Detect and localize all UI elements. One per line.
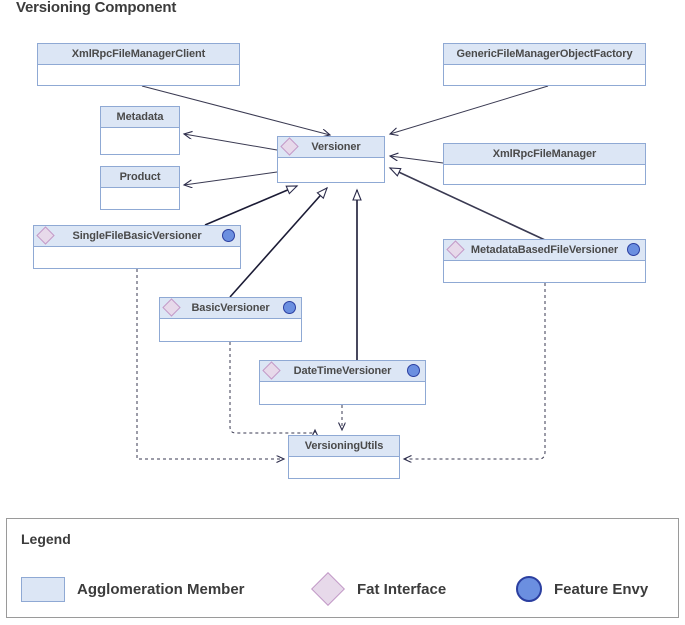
class-box-singlefilebasicversioner[interactable]: SingleFileBasicVersioner [33, 225, 241, 269]
class-name: MetadataBasedFileVersioner [470, 244, 619, 256]
class-header: Product [101, 167, 179, 188]
feature-envy-circle-icon [222, 229, 235, 242]
class-header: VersioningUtils [289, 436, 399, 457]
class-header: XmlRpcFileManagerClient [38, 44, 239, 65]
feature-envy-circle-icon [627, 243, 640, 256]
circle-icon [516, 576, 542, 602]
fat-interface-diamond-icon [36, 226, 55, 245]
legend-item-fat-interface: Fat Interface [311, 569, 446, 609]
class-box-genericfilemanagerobjectfactory[interactable]: GenericFileManagerObjectFactory [443, 43, 646, 86]
class-name: Metadata [116, 111, 164, 123]
legend-title: Legend [21, 531, 71, 547]
class-box-metadata[interactable]: Metadata [100, 106, 180, 155]
legend-item-label: Agglomeration Member [77, 580, 245, 598]
legend-items: Agglomeration Member Fat Interface Featu… [21, 569, 669, 609]
class-body [444, 165, 645, 184]
legend-item-label: Feature Envy [554, 580, 649, 598]
class-header: GenericFileManagerObjectFactory [444, 44, 645, 65]
class-name: BasicVersioner [191, 302, 270, 314]
fat-interface-diamond-icon [162, 298, 181, 317]
class-header: DateTimeVersioner [260, 361, 425, 382]
class-body [34, 247, 240, 268]
fat-interface-diamond-icon [280, 137, 299, 156]
class-body [38, 65, 239, 85]
class-box-basicversioner[interactable]: BasicVersioner [159, 297, 302, 342]
diamond-icon [311, 572, 345, 606]
page-title: Versioning Component [16, 0, 177, 16]
class-box-metadatabasedfileversioner[interactable]: MetadataBasedFileVersioner [443, 239, 646, 283]
class-body [444, 261, 645, 282]
class-body [444, 65, 645, 85]
class-name: SingleFileBasicVersioner [72, 230, 202, 242]
class-box-product[interactable]: Product [100, 166, 180, 210]
class-name: GenericFileManagerObjectFactory [456, 48, 633, 60]
class-header: Versioner [278, 137, 384, 158]
class-name: VersioningUtils [304, 440, 384, 452]
legend-item-label: Fat Interface [357, 580, 447, 598]
class-box-versioningutils[interactable]: VersioningUtils [288, 435, 400, 479]
class-name: Versioner [311, 141, 361, 153]
class-header: XmlRpcFileManager [444, 144, 645, 165]
class-box-versioner[interactable]: Versioner [277, 136, 385, 183]
class-body [260, 382, 425, 404]
class-body [101, 188, 179, 209]
class-body [160, 319, 301, 341]
class-header: SingleFileBasicVersioner [34, 226, 240, 247]
legend-item-feature-envy: Feature Envy [516, 569, 648, 609]
fat-interface-diamond-icon [262, 361, 281, 380]
feature-envy-circle-icon [407, 364, 420, 377]
legend-item-agglomeration-member: Agglomeration Member [21, 569, 245, 609]
class-box-xmlrpcfilemanagerclient[interactable]: XmlRpcFileManagerClient [37, 43, 240, 86]
class-header: MetadataBasedFileVersioner [444, 240, 645, 261]
legend-panel: Legend Agglomeration Member Fat Interfac… [6, 518, 679, 618]
class-header: BasicVersioner [160, 298, 301, 319]
class-box-xmlrpcfilemanager[interactable]: XmlRpcFileManager [443, 143, 646, 185]
class-name: DateTimeVersioner [293, 365, 392, 377]
class-box-datetimeversioner[interactable]: DateTimeVersioner [259, 360, 426, 405]
class-body [289, 457, 399, 478]
fat-interface-diamond-icon [446, 240, 465, 259]
class-body [278, 158, 384, 182]
class-name: XmlRpcFileManager [492, 148, 597, 160]
feature-envy-circle-icon [283, 301, 296, 314]
class-name: Product [119, 171, 161, 183]
class-header: Metadata [101, 107, 179, 128]
box-icon [21, 576, 65, 602]
class-body [101, 128, 179, 154]
class-name: XmlRpcFileManagerClient [71, 48, 206, 60]
